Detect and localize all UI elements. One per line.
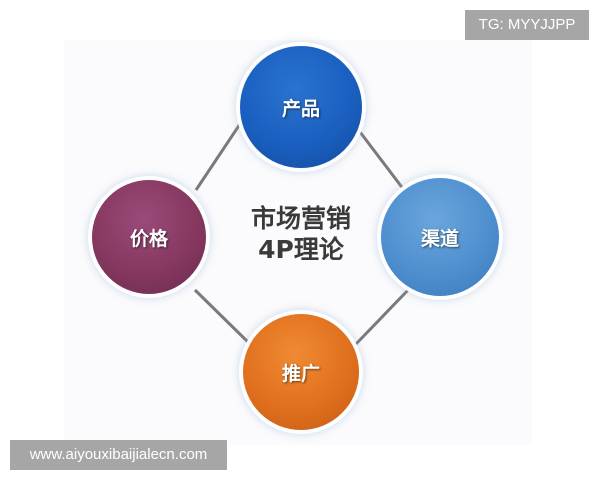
node-place: 渠道 — [381, 178, 499, 296]
node-product: 产品 — [240, 46, 362, 168]
center-title-line2: 4P理论 — [258, 235, 344, 264]
watermark-bottom-left: www.aiyouxibaijialecn.com — [10, 440, 227, 470]
node-price-label: 价格 — [129, 227, 168, 250]
center-title: 市场营销 4P理论 — [222, 203, 380, 265]
node-promotion-label: 推广 — [281, 362, 320, 385]
connector-top-left — [194, 123, 242, 191]
center-title-line1: 市场营销 — [250, 204, 351, 233]
node-product-label: 产品 — [281, 97, 320, 120]
connector-top-right — [355, 127, 406, 191]
node-place-label: 渠道 — [420, 227, 459, 250]
node-price: 价格 — [92, 180, 206, 294]
watermark-top-right: TG: MYYJJPP — [465, 10, 589, 40]
connector-right-bottom — [354, 286, 412, 346]
node-promotion: 推广 — [243, 314, 359, 430]
connector-left-bottom — [193, 288, 252, 346]
